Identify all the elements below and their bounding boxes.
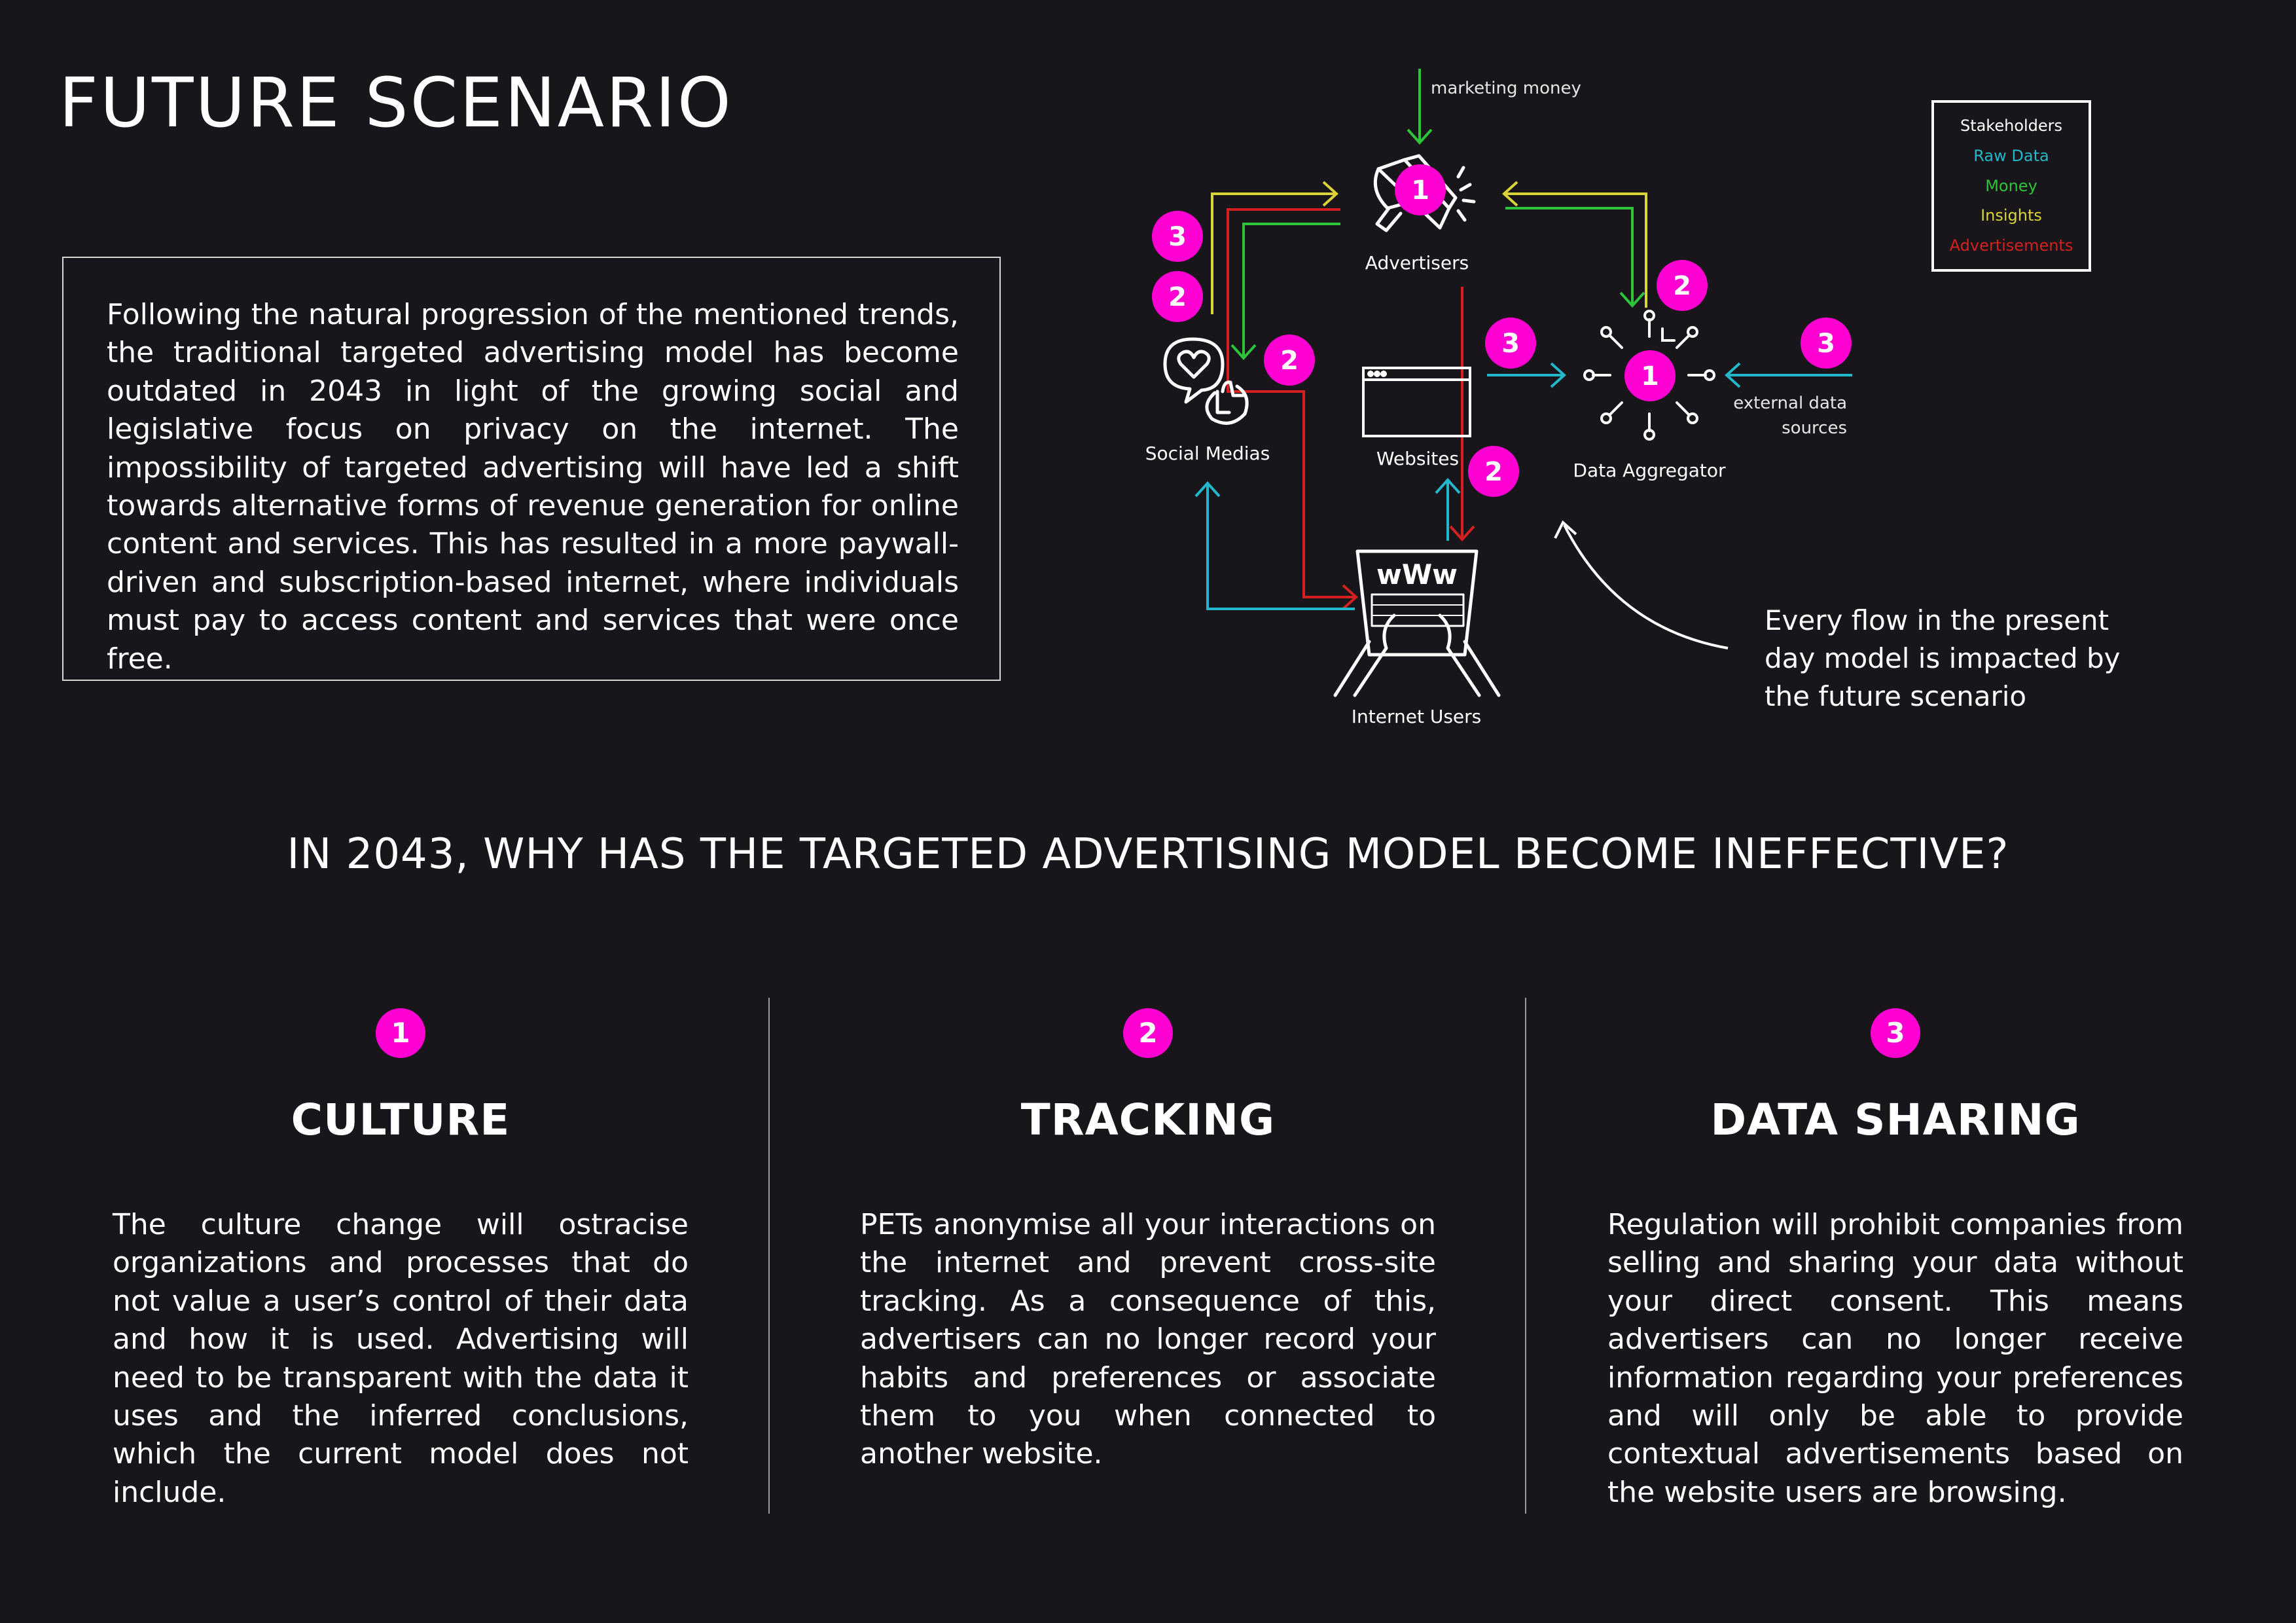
insights-aggregator-to-advertisers [1505, 192, 1647, 308]
column-heading: DATA SHARING [1710, 1095, 2081, 1145]
insights-social-to-advertisers [1211, 192, 1335, 314]
svg-text:2: 2 [1673, 271, 1691, 301]
money-advertisers-to-aggregator [1505, 207, 1634, 304]
data-aggregator-icon [1583, 310, 1715, 441]
social-medias-label: Social Medias [1145, 443, 1270, 464]
badge-websites-down: 2 [1468, 446, 1519, 497]
column-tracking: 2 TRACKING PETs anonymise all your inter… [860, 1008, 1436, 1474]
legend-raw-data: Raw Data [1973, 147, 2049, 165]
intro-box: Following the natural progression of the… [62, 257, 1001, 681]
data-users-to-social [1206, 484, 1355, 610]
svg-text:3: 3 [1817, 329, 1835, 359]
external-data-label-1: external data [1733, 393, 1847, 413]
page-title: FUTURE SCENARIO [59, 63, 733, 143]
number-badge: 3 [1871, 1008, 1920, 1058]
badge-social-mid: 2 [1152, 271, 1203, 322]
legend-title: Stakeholders [1960, 117, 2062, 135]
column-heading: CULTURE [291, 1095, 511, 1145]
website-icon [1362, 367, 1471, 437]
column-divider [768, 998, 770, 1514]
legend: Stakeholders Raw Data Money Insights Adv… [1931, 100, 2091, 272]
badge-external: 3 [1801, 318, 1852, 369]
laptop-user-icon: wWw [1333, 549, 1501, 697]
note-arrow [1563, 524, 1729, 649]
number-badge: 1 [376, 1008, 425, 1058]
internet-users-label: Internet Users [1352, 706, 1482, 727]
advertisers-label: Advertisers [1365, 252, 1469, 274]
svg-text:2: 2 [1168, 282, 1187, 312]
number-badge: 2 [1123, 1008, 1173, 1058]
svg-text:2: 2 [1280, 346, 1299, 376]
column-data-sharing: 3 DATA SHARING Regulation will prohibit … [1607, 1008, 2183, 1512]
svg-text:1: 1 [1641, 361, 1659, 392]
data-aggregator-label: Data Aggregator [1573, 460, 1726, 481]
diagram-badges: 1 1 2 3 2 2 3 2 3 [1152, 164, 1852, 497]
money-advertisers-to-social [1242, 223, 1340, 357]
ecosystem-diagram: wWw Advertisers Social Medias Websites D… [1145, 69, 2121, 727]
note-line-2: day model is impacted by [1765, 642, 2121, 674]
legend-money: Money [1985, 177, 2037, 195]
svg-text:1: 1 [1411, 175, 1429, 206]
badge-advertisers: 1 [1395, 164, 1446, 215]
social-media-icon [1163, 337, 1249, 425]
svg-text:wWw: wWw [1376, 558, 1458, 591]
intro-text: Following the natural progression of the… [107, 298, 959, 676]
money-flow-in-head [1407, 128, 1433, 145]
column-text: PETs anonymise all your interactions on … [860, 1208, 1436, 1471]
column-heading: TRACKING [1020, 1095, 1276, 1145]
ads-advertisers-to-users-left [1227, 208, 1355, 598]
note-line-1: Every flow in the present [1765, 604, 2109, 636]
marketing-money-label: marketing money [1431, 79, 1581, 98]
svg-text:3: 3 [1168, 222, 1187, 252]
badge-websites-left: 3 [1485, 318, 1536, 369]
badge-aggregator: 1 [1624, 350, 1676, 401]
column-culture: 1 CULTURE The culture change will ostrac… [113, 1008, 689, 1512]
column-divider [1525, 998, 1526, 1514]
flow-lines [1194, 69, 1852, 610]
svg-text:2: 2 [1484, 457, 1503, 487]
external-data-label-2: sources [1782, 418, 1847, 438]
column-text: Regulation will prohibit companies from … [1607, 1208, 2183, 1509]
legend-insights: Insights [1981, 206, 2042, 225]
badge-aggregator-top: 2 [1657, 260, 1708, 311]
svg-text:3: 3 [1501, 329, 1520, 359]
note-line-3: the future scenario [1765, 680, 2026, 712]
legend-advertisements: Advertisements [1950, 236, 2073, 255]
column-text: The culture change will ostracise organi… [113, 1208, 689, 1509]
badge-social-right: 2 [1264, 335, 1315, 386]
badge-social-top: 3 [1152, 211, 1203, 262]
section-question: IN 2043, WHY HAS THE TARGETED ADVERTISIN… [287, 830, 2009, 879]
websites-label: Websites [1376, 448, 1459, 469]
